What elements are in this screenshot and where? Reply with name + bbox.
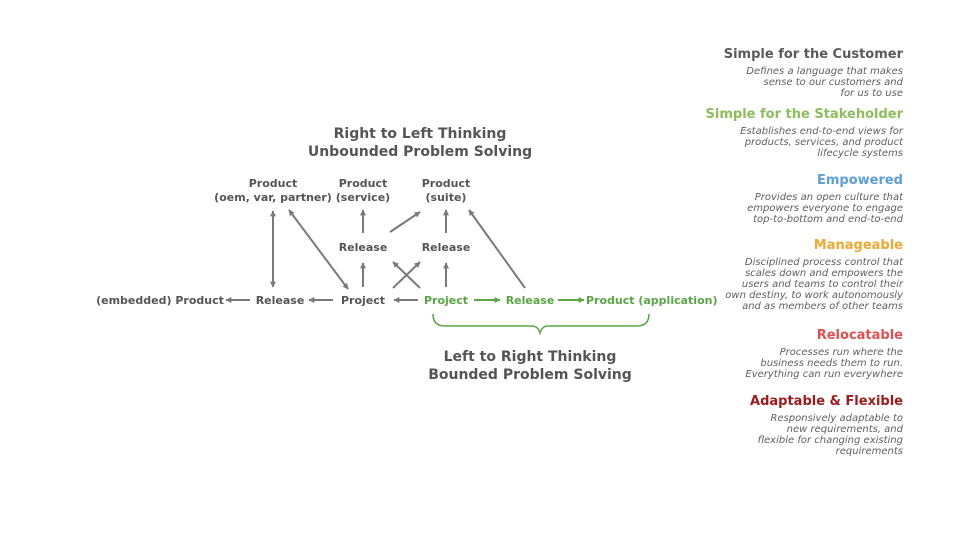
node-product-service-sublabel: (service)	[335, 191, 391, 204]
principle-adaptable-line: Responsively adaptable to	[770, 413, 903, 424]
principle-manageable-line: Disciplined process control that	[744, 257, 903, 268]
principle-relocatable-line: Everything can run everywhere	[745, 369, 903, 380]
principle-manageable-line: and as members of other teams	[742, 301, 903, 312]
principle-customer-line: for us to use	[840, 88, 903, 99]
principle-adaptable-desc: Responsively adaptable to new requiremen…	[738, 413, 903, 457]
principle-adaptable: Adaptable & Flexible Responsively adapta…	[643, 394, 903, 457]
principle-customer-line: sense to our customers and	[763, 77, 904, 88]
arrow-release-right-to-suite	[468, 209, 526, 289]
node-project-right: Project	[423, 294, 469, 307]
principle-stakeholder-line: Establishes end-to-end views for	[740, 126, 903, 137]
node-release-left: Release	[255, 294, 305, 307]
principle-adaptable-line: new requirements, and	[786, 424, 903, 435]
principle-relocatable-line: business needs them to run.	[760, 358, 903, 369]
principle-empowered-line: Provides an open culture that	[754, 192, 903, 203]
principle-empowered-line: top-to-bottom and end-to-end	[753, 214, 903, 225]
principle-empowered: Empowered Provides an open culture that …	[643, 173, 903, 225]
principle-adaptable-line: flexible for changing existing	[757, 435, 903, 446]
principle-relocatable-heading: Relocatable	[816, 328, 903, 343]
node-product-service-label: Product	[338, 177, 388, 190]
principle-stakeholder-line: products, services, and product	[744, 137, 903, 148]
node-product-oem-label: Product	[248, 177, 298, 190]
node-embedded-product: (embedded) Product	[96, 294, 224, 307]
rtl-title: Right to Left Thinking Unbounded Problem…	[280, 125, 560, 161]
node-release-mid-right: Release	[421, 241, 471, 254]
ltr-title-line1: Left to Right Thinking	[443, 349, 617, 365]
principle-adaptable-line: requirements	[835, 446, 903, 457]
node-release-mid-left: Release	[338, 241, 388, 254]
principle-manageable-desc: Disciplined process control that scales …	[723, 257, 903, 312]
node-product-suite-label: Product	[421, 177, 471, 190]
principle-manageable: Manageable Disciplined process control t…	[643, 238, 903, 312]
principle-relocatable: Relocatable Processes run where the busi…	[643, 328, 903, 380]
arrow-release-mid-left-to-suite	[389, 211, 421, 233]
rtl-title-line1: Right to Left Thinking	[333, 126, 507, 142]
node-product-service: Product (service)	[323, 177, 403, 205]
principle-customer: Simple for the Customer Defines a langua…	[643, 47, 903, 99]
node-product-oem: Product (oem, var, partner)	[213, 177, 333, 205]
principle-empowered-heading: Empowered	[816, 173, 903, 188]
principle-stakeholder-desc: Establishes end-to-end views for product…	[728, 126, 903, 159]
principle-customer-heading: Simple for the Customer	[723, 47, 903, 62]
principle-manageable-heading: Manageable	[813, 238, 903, 253]
principle-stakeholder-heading: Simple for the Stakeholder	[705, 107, 903, 122]
ltr-title-line2: Bounded Problem Solving	[428, 367, 632, 383]
node-project-left: Project	[340, 294, 386, 307]
principle-relocatable-line: Processes run where the	[779, 347, 903, 358]
principle-empowered-line: empowers everyone to engage	[747, 203, 903, 214]
ltr-title: Left to Right Thinking Bounded Problem S…	[400, 348, 660, 384]
arrow-project-oem-bidirectional	[288, 209, 349, 290]
node-product-oem-sublabel: (oem, var, partner)	[214, 191, 332, 204]
rtl-title-line2: Unbounded Problem Solving	[307, 144, 533, 160]
arrow-cross-to-release-mid-right	[392, 261, 421, 289]
principle-customer-line: Defines a language that makes	[746, 66, 903, 77]
node-release-right: Release	[505, 294, 555, 307]
principle-stakeholder: Simple for the Stakeholder Establishes e…	[643, 107, 903, 159]
principle-customer-desc: Defines a language that makes sense to o…	[738, 66, 903, 99]
node-product-suite: Product (suite)	[406, 177, 486, 205]
node-product-application: Product (application)	[586, 294, 718, 307]
principle-empowered-desc: Provides an open culture that empowers e…	[733, 192, 903, 225]
principle-relocatable-desc: Processes run where the business needs t…	[738, 347, 903, 380]
principle-manageable-line: scales down and empowers the	[745, 268, 903, 279]
principle-manageable-line: users and teams to control their	[741, 279, 903, 290]
bounded-brace	[432, 313, 650, 336]
node-product-suite-sublabel: (suite)	[425, 191, 467, 204]
principle-manageable-line: own destiny, to work autonomously	[725, 290, 903, 301]
principle-adaptable-heading: Adaptable & Flexible	[750, 394, 903, 409]
principle-stakeholder-line: lifecycle systems	[817, 148, 903, 159]
